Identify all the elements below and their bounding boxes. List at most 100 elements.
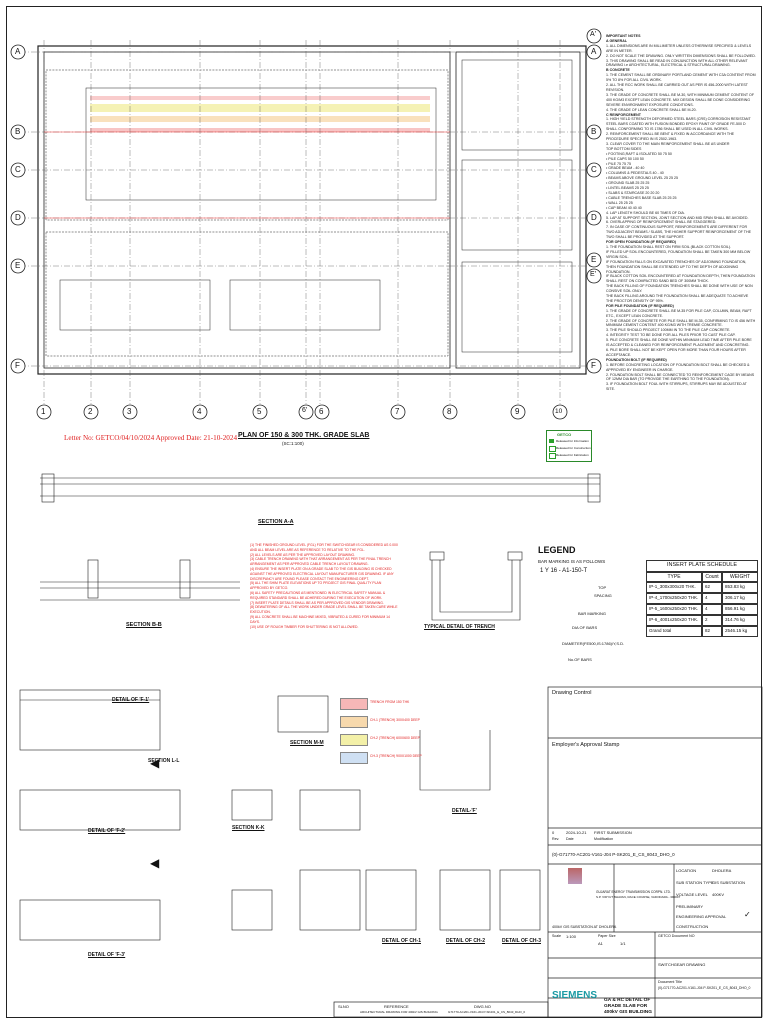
grid-bubble-C-left: C xyxy=(10,162,26,183)
note-line: 2. FOUNDATION BOLT SHALL BE CONNECTED TO… xyxy=(606,372,755,382)
note-line: • CAP BEAM 40 40 40 xyxy=(606,205,642,210)
schedule-cell: 853.83 kg xyxy=(722,582,758,593)
note-line: • WALL 25 25 25 xyxy=(606,200,633,205)
schedule-cell: 314.76 kg xyxy=(722,615,758,626)
rev-col-label: Rev. xyxy=(552,837,560,841)
grid-bubble-col-10: 10 xyxy=(552,404,568,425)
getco-stamp: GETCO Released for Information Released … xyxy=(546,430,592,462)
grid-bubble-D-right: D xyxy=(586,210,602,231)
note-line: 2. ALL THE RCC WORK SHALL BE CARRIED OUT… xyxy=(606,83,748,92)
note-line: THE BACK FILLING OF FOUNDATION TRENCHES … xyxy=(606,284,753,294)
schedule-cell: 2546.15 kg xyxy=(722,626,758,637)
grid-bubble-E-prime-right: E' xyxy=(586,268,602,289)
red-note: (6) ALL SAFETY PRECAUTIONS AS MENTIONED … xyxy=(250,590,386,600)
note-line: • BEAMS ABOVE GROUND LEVEL 25 25 25 xyxy=(606,176,679,181)
note-line: • GROUND SLAB 25 25 25 xyxy=(606,181,650,186)
section-b-b-title: SECTION B-B xyxy=(126,622,162,628)
legend-swatch-trench-150 xyxy=(340,698,368,710)
note-line: 1. THE GRADE OF CONCRETE SHALL BE M-35 F… xyxy=(606,308,752,318)
note-line: IF FOUNDATION FALLS ON EXCAVATED TRENCHE… xyxy=(606,259,747,274)
check-icon: ✓ xyxy=(744,910,751,919)
section-l-l-title: SECTION L-L xyxy=(148,758,180,764)
note-line: C REINFORCEMENT xyxy=(606,112,641,117)
schedule-cell: IP-6_4001x250x20 THK. xyxy=(646,615,702,626)
document-type: SWITCHGEAR DRAWING xyxy=(658,962,706,967)
voltage-value: 400KV xyxy=(712,892,725,897)
detail-f1-title: DETAIL OF 'F-1' xyxy=(112,697,150,703)
note-line: 1. ALL DIMENSIONS ARE IN MILLIMETER UNLE… xyxy=(606,43,752,53)
siemens-logo: SIEMENS xyxy=(552,990,598,1001)
legend-swatch-ch3 xyxy=(340,752,368,764)
section-arrow-icon: ◀ xyxy=(150,756,160,770)
approval-letter-text: Letter No: GETCO/04/10/2024 Approved Dat… xyxy=(64,434,238,442)
location-value: DHOLERA xyxy=(712,868,732,873)
grid-bubble-E-left: E xyxy=(10,258,26,279)
paper-size-label: Paper Size xyxy=(598,934,616,938)
note-line: 1. HIGH YIELD STRENGTH DEFORMED STEEL BA… xyxy=(606,117,751,132)
document-title-label: Document Title xyxy=(658,980,682,984)
document-number: (0)-G71770-AC201-V161-J04 P-SK201_E_CS_8… xyxy=(552,852,675,857)
note-line: 2. DO NOT SCALE THE DRAWING. ONLY WRITTE… xyxy=(606,53,756,58)
ref-item-number: G71770-AC201-V161-J04 P-SK201_E_CS_8043_… xyxy=(448,1010,526,1014)
grid-bubble-B-right: B xyxy=(586,124,602,145)
owner-address: S.P. VIDYUT BHAVAN, RACE COURSE, VADODAR… xyxy=(596,895,681,899)
rev-date: 2024-10-21 xyxy=(566,830,587,835)
legend-item: BAR MARKING xyxy=(578,611,607,616)
legend-label: CH-2 (TRENCH) 600X600 DEEP xyxy=(370,736,420,740)
note-line: 4. INTEGRITY TEST TO BE DONE FOR ALL PIL… xyxy=(606,333,736,338)
grid-bubble-col-7: 7 xyxy=(390,404,406,425)
ref-slno-label: SLNO xyxy=(338,1004,349,1009)
grid-lines-vertical xyxy=(43,40,561,404)
ref-dwgno-label: DWG.NO xyxy=(474,1004,491,1009)
substation-type-label: SUB STATION TYPE xyxy=(676,880,714,885)
schedule-header: TYPE xyxy=(646,572,702,582)
project-name: 400kV GIS SUBSTATION AT DHOLERA xyxy=(552,925,617,929)
section-arrow-icon-2: ◀ xyxy=(150,856,160,870)
grid-bubble-col-3: 3 xyxy=(122,404,138,425)
legend-item: DIAMETER(FE500,IS:1786)/Y,S.D. xyxy=(562,641,625,646)
substation-type-value: GIS SUBSTATION xyxy=(712,880,745,885)
drawing-sheet xyxy=(6,6,762,1018)
red-note: (7) INSERT PLATE DETAILS SHALL BE AS PER… xyxy=(250,600,384,605)
schedule-header: Count xyxy=(702,572,722,582)
red-note: (5) ALL THE SHIM PLATE ELEVATIONS UP TO … xyxy=(250,581,382,591)
grid-bubble-A-right: A xyxy=(586,44,602,65)
note-line: 6. PILE BORE SHALL NOT BE KEPT OPEN FOR … xyxy=(606,348,746,357)
red-note: (2) ALL LEVELS ARE AS PER THE APPROVED L… xyxy=(250,552,356,557)
ref-item: ARCHITECTURAL DRAWING FOR 400kV GIS BUIL… xyxy=(360,1010,438,1014)
grid-bubble-col-6-prime: 6' xyxy=(298,404,314,425)
voltage-label: VOLTAGE LEVEL xyxy=(676,892,708,897)
note-line: B CONCRETE xyxy=(606,68,630,73)
owner-logo-icon xyxy=(568,868,582,884)
note-line: • LINTEL BEAMS 25 25 25 xyxy=(606,186,649,191)
note-line: 4. LAP LENGTH SHOULD BE 60 TIMES OF DIA. xyxy=(606,210,685,215)
note-line: • FOOTING,RAFT & ISOLATED 50 75 50 xyxy=(606,151,672,156)
note-line: 3. THIS DRAWING SHALL BE READ IN CONJUNC… xyxy=(606,58,748,68)
legend-item: TOP xyxy=(598,585,607,590)
note-line: • PILE 75 75 75 xyxy=(606,161,632,166)
detail-ch3-title: DETAIL OF CH-3 xyxy=(502,938,541,944)
owner-name: GUJARAT ENERGY TRANSMISSION CORPN. LTD. xyxy=(596,890,671,894)
modification-col-label: Modification xyxy=(594,837,614,841)
schedule-cell: 306.17 kg xyxy=(722,593,758,604)
legend-formula: 1 Y 16 - A1-150-T xyxy=(540,568,588,574)
grid-bubble-col-4: 4 xyxy=(192,404,208,425)
grid-bubble-col-8: 8 xyxy=(442,404,458,425)
note-line: • PILE CAPS 50 100 50 xyxy=(606,156,644,161)
getco-document-no-label: GETCO Document NO xyxy=(658,934,695,938)
grid-bubble-col-6: 6 xyxy=(314,404,330,425)
section-b-b-drawing xyxy=(40,559,240,601)
employer-stamp-label: Employer's Approval Stamp xyxy=(552,742,620,748)
grade-slab-plan xyxy=(37,45,587,375)
grid-bubble-col-9: 9 xyxy=(510,404,526,425)
red-note: (3) CABLE TRENCH DRAWING WITH THAT ARRAN… xyxy=(250,557,391,567)
schedule-cell: IP-1_300x300x20 THK. xyxy=(646,582,702,593)
legend-label: CH-1 (TRENCH) 300X400 DEEP xyxy=(370,718,420,722)
grid-bubble-D-left: D xyxy=(10,210,26,231)
note-line: 1. THE CEMENT SHALL BE ORDINARY PORTLAND… xyxy=(606,73,756,83)
legend-swatch-ch1 xyxy=(340,716,368,728)
schedule-cell: 2 xyxy=(702,615,722,626)
red-note: (8) DEWATERING OF ALL THE WORK UNDER GRA… xyxy=(250,605,398,615)
note-line: • GRADE BEAM - 40 40 xyxy=(606,166,645,171)
